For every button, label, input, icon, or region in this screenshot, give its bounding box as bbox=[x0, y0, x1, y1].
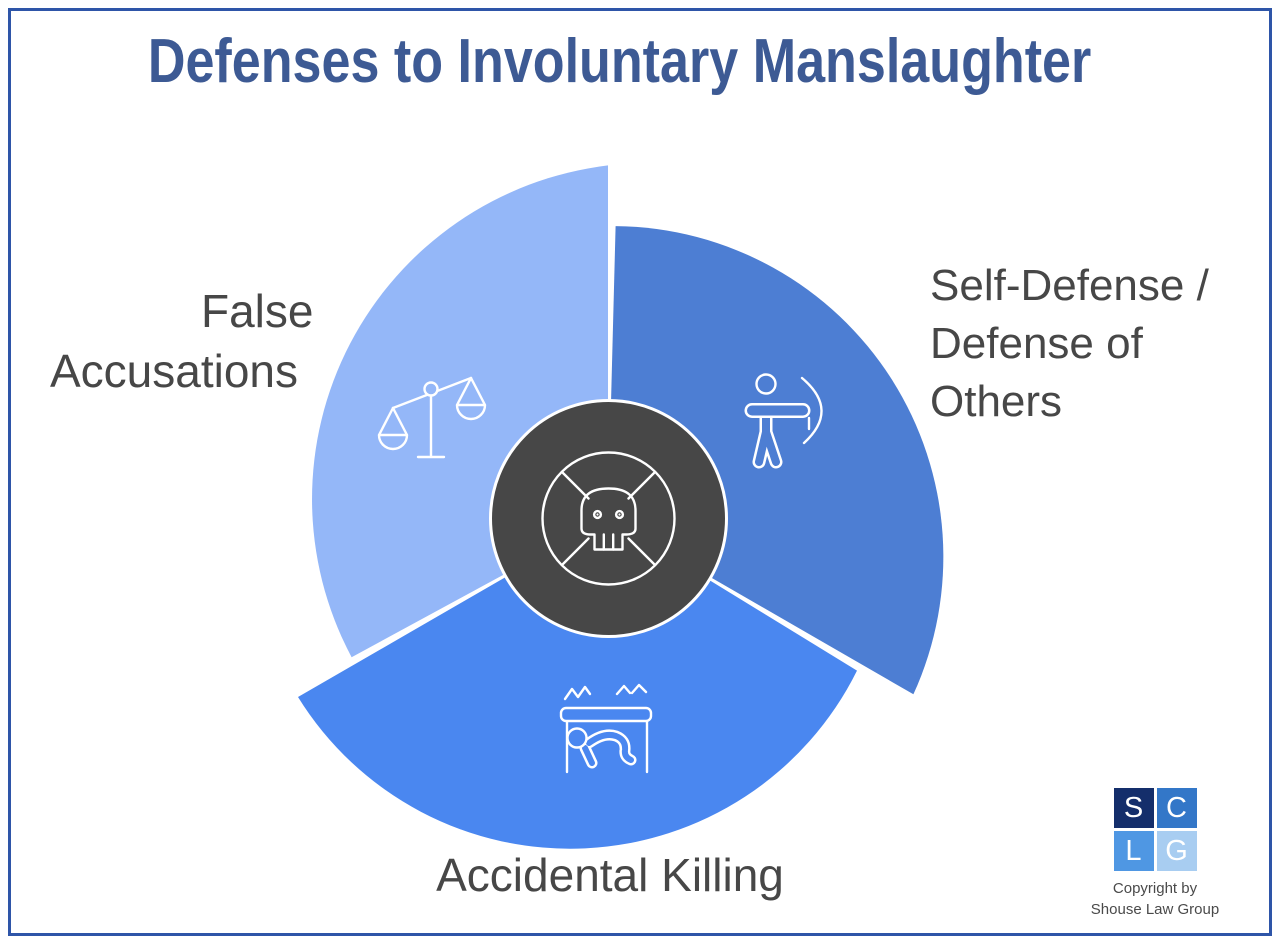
scales-icon bbox=[377, 376, 487, 459]
copyright-line2: Shouse Law Group bbox=[1090, 901, 1220, 918]
label-self-defense-line3: Others bbox=[930, 377, 1063, 426]
page-title-text: Defenses to Involuntary Manslaughter bbox=[148, 27, 1092, 96]
copyright-line1: Copyright by bbox=[1112, 880, 1198, 897]
logo-square-g: G bbox=[1156, 831, 1197, 871]
page-border-frame bbox=[8, 8, 1272, 936]
label-false-accusations-line1: False bbox=[201, 285, 314, 337]
logo-square-s: S bbox=[1113, 788, 1154, 828]
footer: S C L G Copyright by Shouse Law Group bbox=[1080, 788, 1230, 920]
label-self-defense-line1: Self-Defense / bbox=[930, 261, 1209, 310]
logo-square-c: C bbox=[1156, 788, 1197, 828]
center-circle bbox=[489, 399, 728, 638]
skull-icon bbox=[541, 451, 676, 586]
logo-square-l: L bbox=[1113, 831, 1154, 871]
label-self-defense-line2: Defense of bbox=[930, 319, 1143, 368]
person-under-table-icon bbox=[559, 683, 653, 774]
page-title: Defenses to Involuntary Manslaughter bbox=[0, 30, 1240, 94]
copyright-text: Copyright by Shouse Law Group bbox=[1080, 878, 1230, 920]
label-self-defense: Self-Defense / Defense of Others bbox=[930, 257, 1209, 431]
label-accidental-killing: Accidental Killing bbox=[436, 849, 784, 901]
sclg-logo: S C L G bbox=[1113, 788, 1197, 871]
archer-icon bbox=[744, 373, 823, 469]
label-false-accusations-line2: Accusations bbox=[50, 345, 299, 397]
segment-accidental-killing-wedge bbox=[298, 518, 857, 849]
